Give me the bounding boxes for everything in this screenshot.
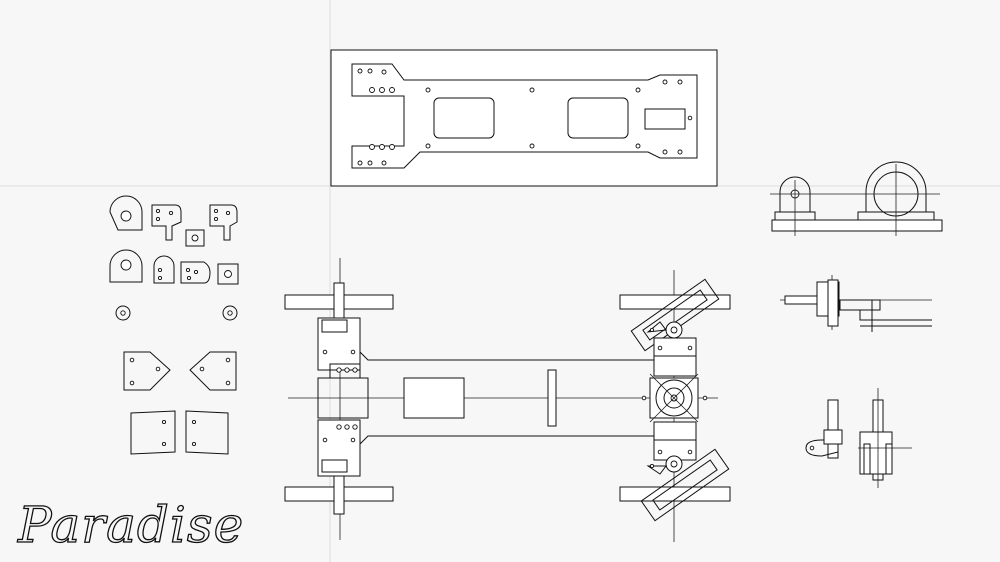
side-elevation-view xyxy=(770,161,943,236)
chassis-plan-view xyxy=(284,258,731,542)
pivot-detail-b-view xyxy=(805,388,912,488)
brand-logo: Paradise xyxy=(17,495,245,554)
parts-sheet-view xyxy=(109,195,239,455)
pivot-detail-a-view xyxy=(780,275,932,332)
top-plate-view xyxy=(330,49,718,187)
